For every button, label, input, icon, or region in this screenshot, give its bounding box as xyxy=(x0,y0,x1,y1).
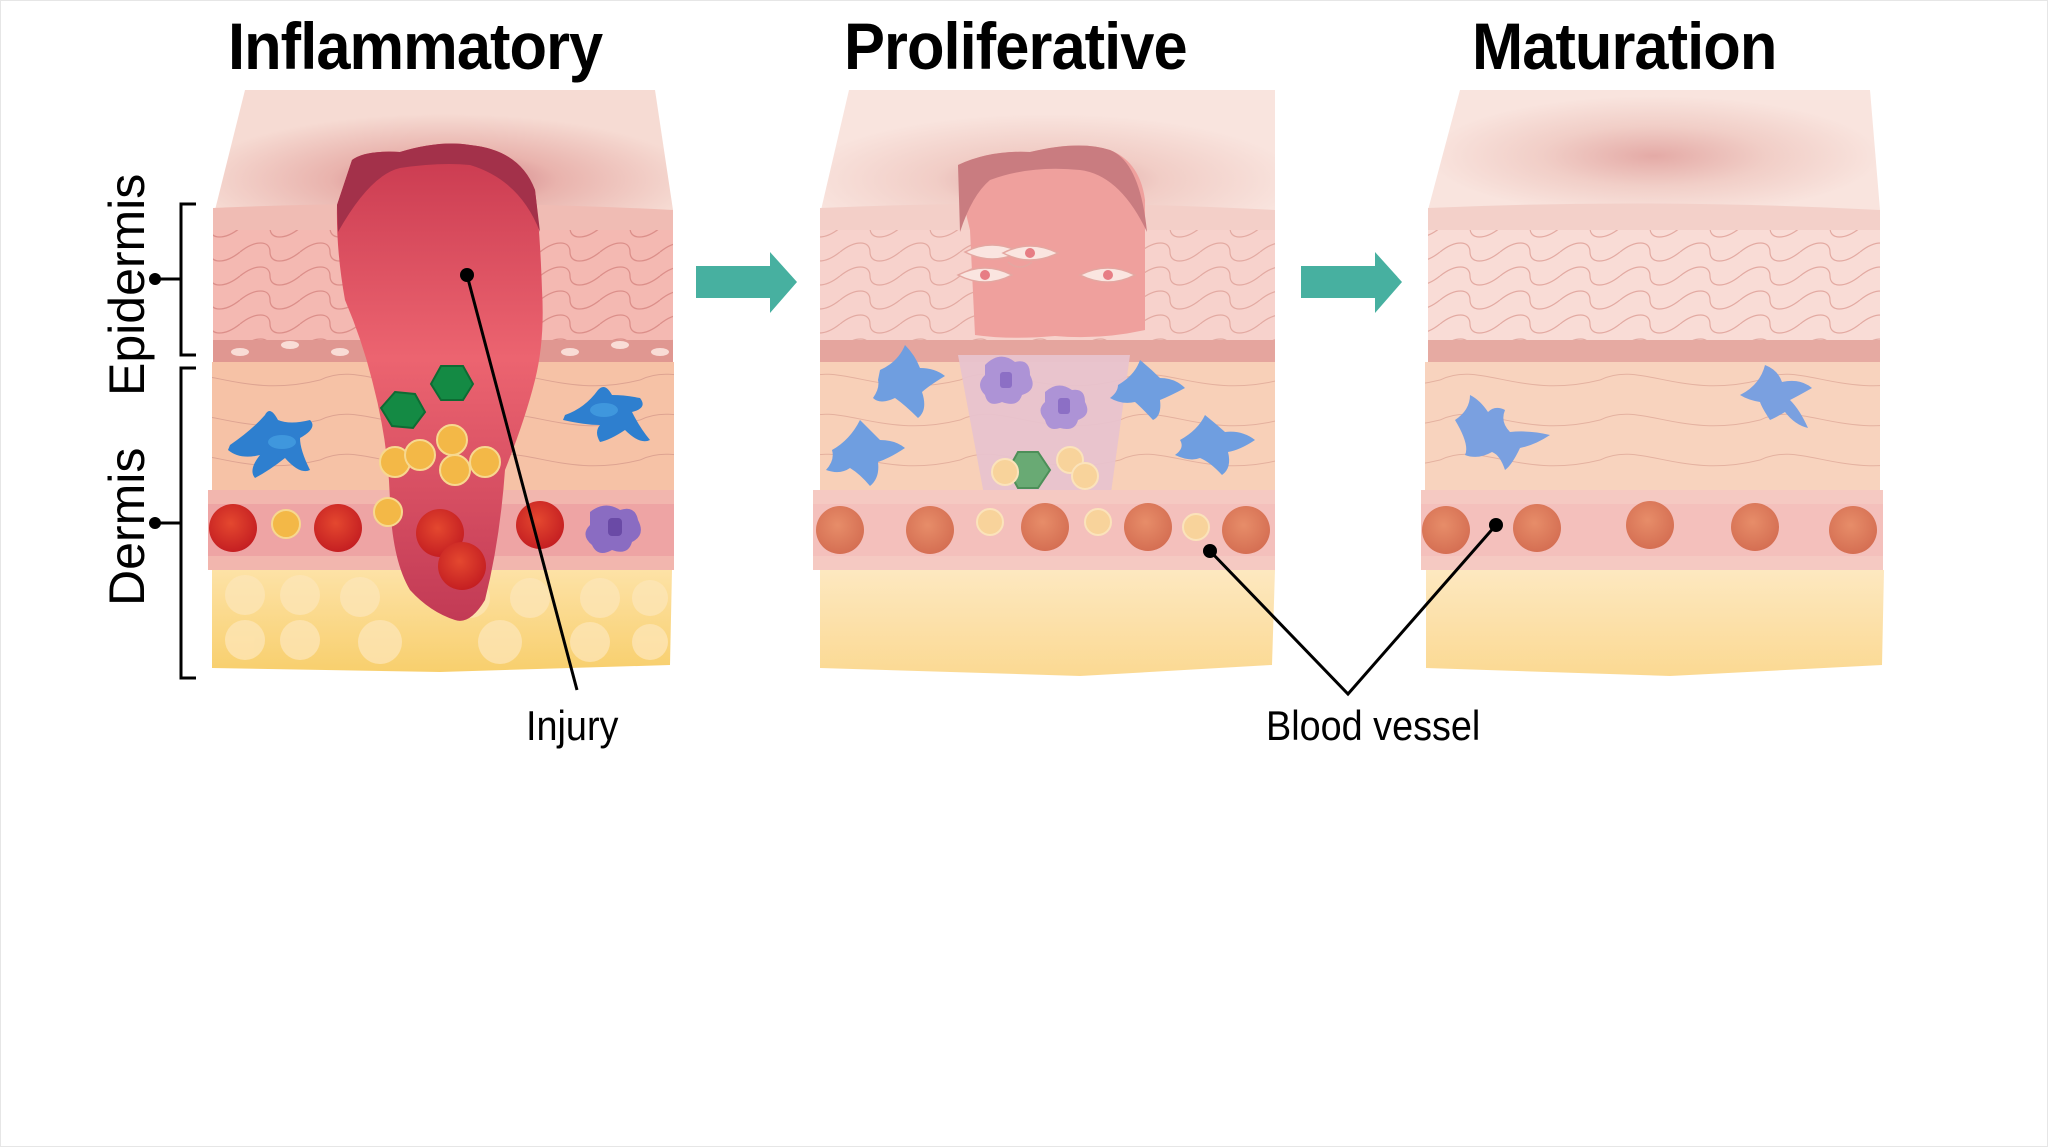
injury-callout-line xyxy=(460,268,579,691)
macrophage xyxy=(1455,365,1812,470)
red-blood-cells xyxy=(1422,501,1877,554)
red-blood-cells xyxy=(209,501,564,590)
stage-title-proliferative: Proliferative xyxy=(844,9,1188,83)
panel-maturation xyxy=(1421,90,1884,676)
mast-cell xyxy=(585,505,641,554)
panel-inflammatory xyxy=(208,90,674,672)
right-arrow-icon xyxy=(696,252,797,313)
platelets xyxy=(271,424,501,539)
epidermis-bracket xyxy=(155,202,196,357)
blood-vessel-label: Blood vessel xyxy=(1266,702,1481,749)
platelets xyxy=(976,446,1210,541)
basal-cells xyxy=(1428,340,1880,362)
epidermis-bracket-dot xyxy=(149,273,161,285)
macrophage xyxy=(826,345,1255,486)
stratum-corneum xyxy=(1428,203,1880,232)
macrophage xyxy=(563,386,650,442)
stage-title-inflammatory: Inflammatory xyxy=(228,9,603,83)
skin-surface xyxy=(1428,90,1880,210)
blood-vessel-callout-line xyxy=(1203,518,1503,697)
panel-proliferative xyxy=(813,90,1275,676)
fat-layer xyxy=(820,570,1275,676)
injury-label: Injury xyxy=(526,702,619,749)
healing-wound xyxy=(958,145,1145,338)
fat-layer xyxy=(1426,570,1884,676)
dermis-bracket-dot xyxy=(149,517,161,529)
fat-layer xyxy=(212,570,672,672)
wound-edge xyxy=(958,145,1147,232)
stage-title-maturation: Maturation xyxy=(1472,9,1777,83)
dermis-bracket xyxy=(155,366,196,680)
red-blood-cells xyxy=(816,503,1270,554)
right-arrow-icon xyxy=(1301,252,1402,313)
bacteria xyxy=(379,365,475,430)
macrophage xyxy=(228,411,313,478)
basal-cells xyxy=(820,340,1275,362)
wound-edge xyxy=(337,143,540,232)
